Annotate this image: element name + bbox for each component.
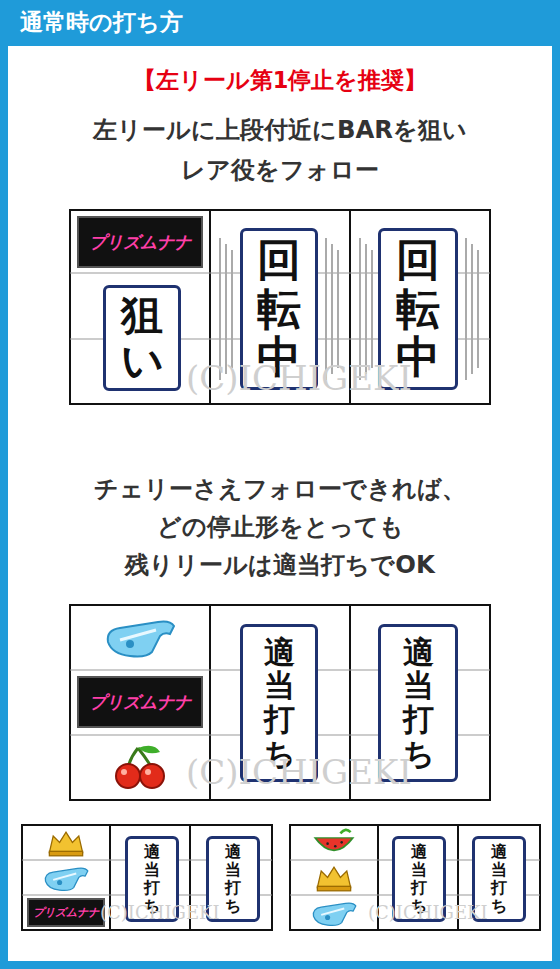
vertical-text: 適当打ち [403, 636, 434, 771]
spin-line [477, 250, 479, 368]
bar-logo: プリズムナナ [77, 216, 203, 268]
text-line: 残りリールは適当打ちでOK [0, 546, 560, 584]
bar-logo: プリズムナナ [27, 898, 105, 927]
vertical-text: 狙い [121, 292, 163, 384]
watermark: (C)ICHIGEKI [186, 358, 412, 398]
vertical-text: 適当打ち [264, 636, 295, 771]
spin-line [231, 250, 233, 368]
box-body: 適当打ち [403, 636, 434, 771]
spin-line [365, 244, 367, 374]
watermark: (C)ICHIGEKI [186, 752, 412, 792]
spin-line [371, 250, 373, 368]
text-line: レア役をフォロー [0, 150, 560, 190]
spin-line [331, 244, 333, 374]
spin-line [471, 244, 473, 374]
text-line: チェリーさえフォローできれば、 [0, 470, 560, 508]
text-line: どの停止形をとっても [0, 508, 560, 546]
instruction-text: チェリーさえフォローできれば、どの停止形をとっても残りリールは適当打ちでOK [0, 470, 560, 584]
bar-logo: プリズムナナ [77, 676, 203, 728]
spin-line [337, 250, 339, 368]
box-body: 適当打ち [225, 843, 241, 914]
box-body: 適当打ち [264, 636, 295, 771]
instruction-text: 左リールに上段付近にBARを狙いレア役をフォロー [0, 110, 560, 190]
page-title: 通常時の打ち方 [20, 6, 183, 38]
reel-box: 狙い [103, 285, 181, 391]
box-body: 適当打ち [491, 843, 507, 914]
text-line: 左リールに上段付近にBARを狙い [0, 110, 560, 150]
box-body: 狙い [121, 292, 163, 384]
spin-line [225, 244, 227, 374]
watermark: (C)ICHIGEKI [100, 902, 220, 923]
instruction-text: 【左リール第1停止を推奨】 [0, 62, 560, 98]
watermark: (C)ICHIGEKI [368, 902, 488, 923]
vertical-text: 適当打ち [225, 843, 241, 914]
vertical-text: 適当打ち [491, 843, 507, 914]
spin-line [465, 238, 467, 380]
